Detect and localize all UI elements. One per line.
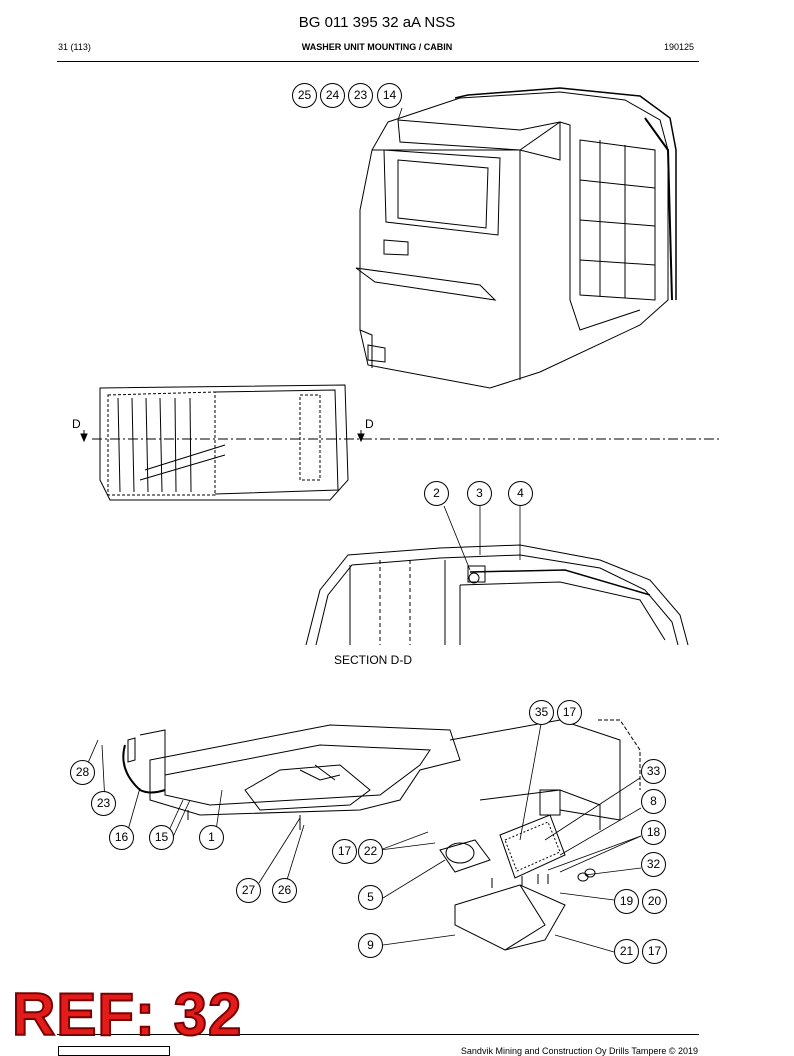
callout-bottom-27[interactable]: 27 [236, 878, 261, 903]
callout-top-23[interactable]: 23 [348, 83, 373, 108]
section-label: SECTION D-D [334, 653, 412, 667]
callout-bottom-15[interactable]: 15 [149, 825, 174, 850]
footer-divider [57, 1034, 699, 1035]
callout-bottom-9[interactable]: 9 [358, 933, 383, 958]
callout-bottom-17c[interactable]: 17 [642, 939, 667, 964]
callout-bottom-28[interactable]: 28 [70, 760, 95, 785]
callout-bottom-18[interactable]: 18 [641, 820, 666, 845]
callout-bottom-5[interactable]: 5 [358, 885, 383, 910]
leader-lines [83, 107, 642, 953]
date-code: 190125 [664, 42, 695, 52]
callout-bottom-20[interactable]: 20 [642, 889, 667, 914]
callout-bottom-8[interactable]: 8 [641, 789, 666, 814]
section-letter-right: D [365, 417, 374, 431]
section-d-d-view [305, 544, 689, 646]
callout-bottom-1[interactable]: 1 [199, 825, 224, 850]
section-title: WASHER UNIT MOUNTING / CABIN [301, 42, 453, 52]
callout-bottom-16[interactable]: 16 [109, 825, 134, 850]
callout-bottom-19[interactable]: 19 [614, 889, 639, 914]
callout-bottom-22[interactable]: 22 [358, 839, 383, 864]
callout-middle-4[interactable]: 4 [508, 481, 533, 506]
cabin-plan-view [80, 384, 720, 501]
page-number: 31 (113) [58, 42, 91, 52]
callout-top-14[interactable]: 14 [377, 83, 402, 108]
callout-bottom-32[interactable]: 32 [641, 852, 666, 877]
callout-bottom-21[interactable]: 21 [614, 939, 639, 964]
header-divider [57, 61, 699, 62]
section-letter-left: D [72, 417, 81, 431]
footer-copyright: Sandvik Mining and Construction Oy Drill… [460, 1046, 698, 1056]
callout-top-24[interactable]: 24 [320, 83, 345, 108]
washer-assembly-exploded-view [122, 719, 641, 951]
callout-top-25[interactable]: 25 [292, 83, 317, 108]
callout-bottom-17b[interactable]: 17 [332, 839, 357, 864]
callout-bottom-26[interactable]: 26 [272, 878, 297, 903]
callout-bottom-23[interactable]: 23 [91, 791, 116, 816]
callout-bottom-33[interactable]: 33 [641, 759, 666, 784]
cabin-isometric-view [355, 87, 677, 389]
ref-badge: REF: 32 [11, 981, 243, 1048]
callout-middle-2[interactable]: 2 [424, 481, 449, 506]
callout-bottom-35[interactable]: 35 [529, 700, 554, 725]
callout-bottom-17a[interactable]: 17 [557, 700, 582, 725]
callout-middle-3[interactable]: 3 [467, 481, 492, 506]
document-title: BG 011 395 32 aA NSS [298, 14, 456, 31]
